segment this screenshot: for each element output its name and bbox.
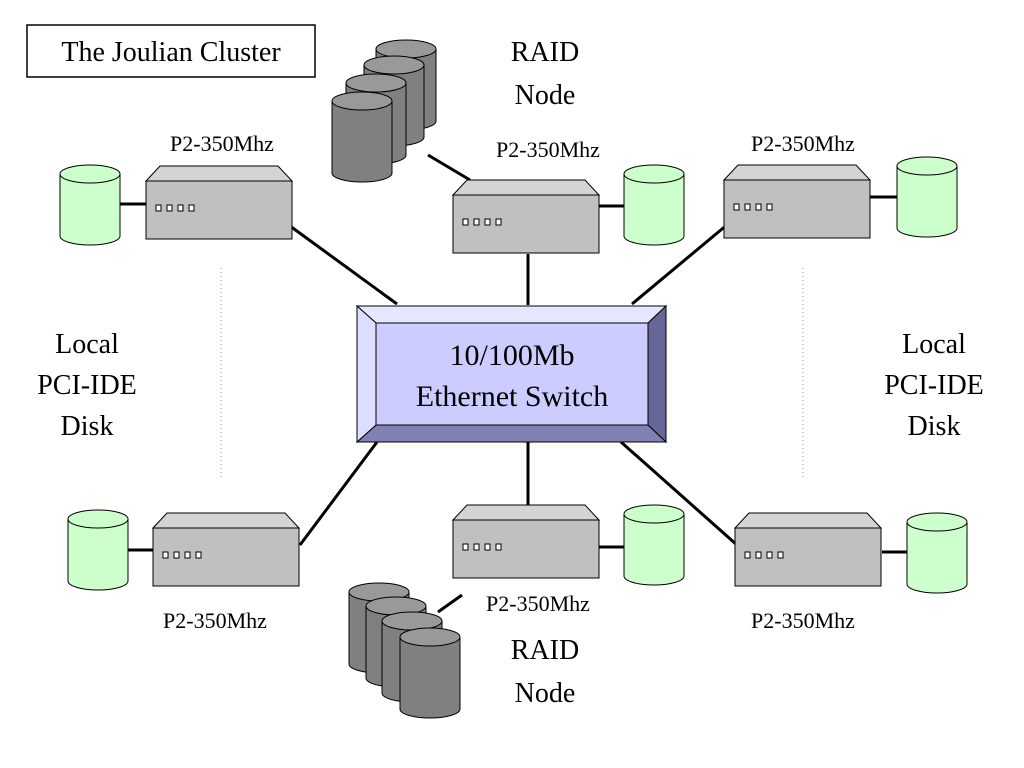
- local-disk-bottom-center: [623, 504, 685, 586]
- raid-node-top: [452, 179, 600, 254]
- local-disk-top-right: [896, 156, 958, 238]
- raid-label-bottom-line2: Node: [515, 678, 576, 709]
- local-disk-label-left-line2: PCI-IDE: [37, 370, 137, 401]
- switch-label-line2: Ethernet Switch: [416, 380, 608, 413]
- ethernet-switch: 10/100Mb Ethernet Switch: [355, 304, 668, 444]
- node-label-top-left: P2-350Mhz: [170, 131, 274, 156]
- node-label-top-right: P2-350Mhz: [751, 131, 855, 156]
- node-label-bottom-left: P2-350Mhz: [163, 608, 267, 633]
- title-box: The Joulian Cluster: [26, 24, 316, 78]
- local-disk-bottom-right: [906, 512, 968, 594]
- switch-label-line1: 10/100Mb: [449, 339, 574, 372]
- local-disk-label-right-line1: Local: [902, 329, 966, 360]
- node-label-top-center: P2-350Mhz: [496, 137, 600, 162]
- raid-node-bottom: [452, 504, 600, 579]
- disk-links: [120, 153, 907, 614]
- raid-disk-stack-top: [331, 39, 437, 183]
- raid-label-top-line1: RAID: [511, 37, 579, 68]
- local-disk-top-left: [59, 164, 121, 246]
- node-label-bottom-right: P2-350Mhz: [751, 608, 855, 633]
- compute-node-top-left: [145, 165, 293, 240]
- raid-label-top-line2: Node: [515, 80, 576, 111]
- network-links: [289, 222, 738, 547]
- local-disk-label-left-line3: Disk: [61, 411, 114, 442]
- compute-node-top-right: [723, 164, 871, 239]
- diagram-title: The Joulian Cluster: [61, 37, 281, 68]
- raid-disk-stack-bottom: [348, 582, 461, 719]
- local-disk-top-center: [623, 164, 685, 246]
- node-label-bottom-center: P2-350Mhz: [486, 591, 590, 616]
- local-disk-label-left-line1: Local: [55, 329, 119, 360]
- local-disk-label-right-line2: PCI-IDE: [884, 370, 984, 401]
- raid-label-bottom-line1: RAID: [511, 635, 579, 666]
- compute-node-bottom-left: [152, 512, 300, 587]
- local-disk-label-right-line3: Disk: [908, 411, 961, 442]
- local-disk-bottom-left: [67, 509, 129, 591]
- compute-node-bottom-right: [734, 512, 882, 587]
